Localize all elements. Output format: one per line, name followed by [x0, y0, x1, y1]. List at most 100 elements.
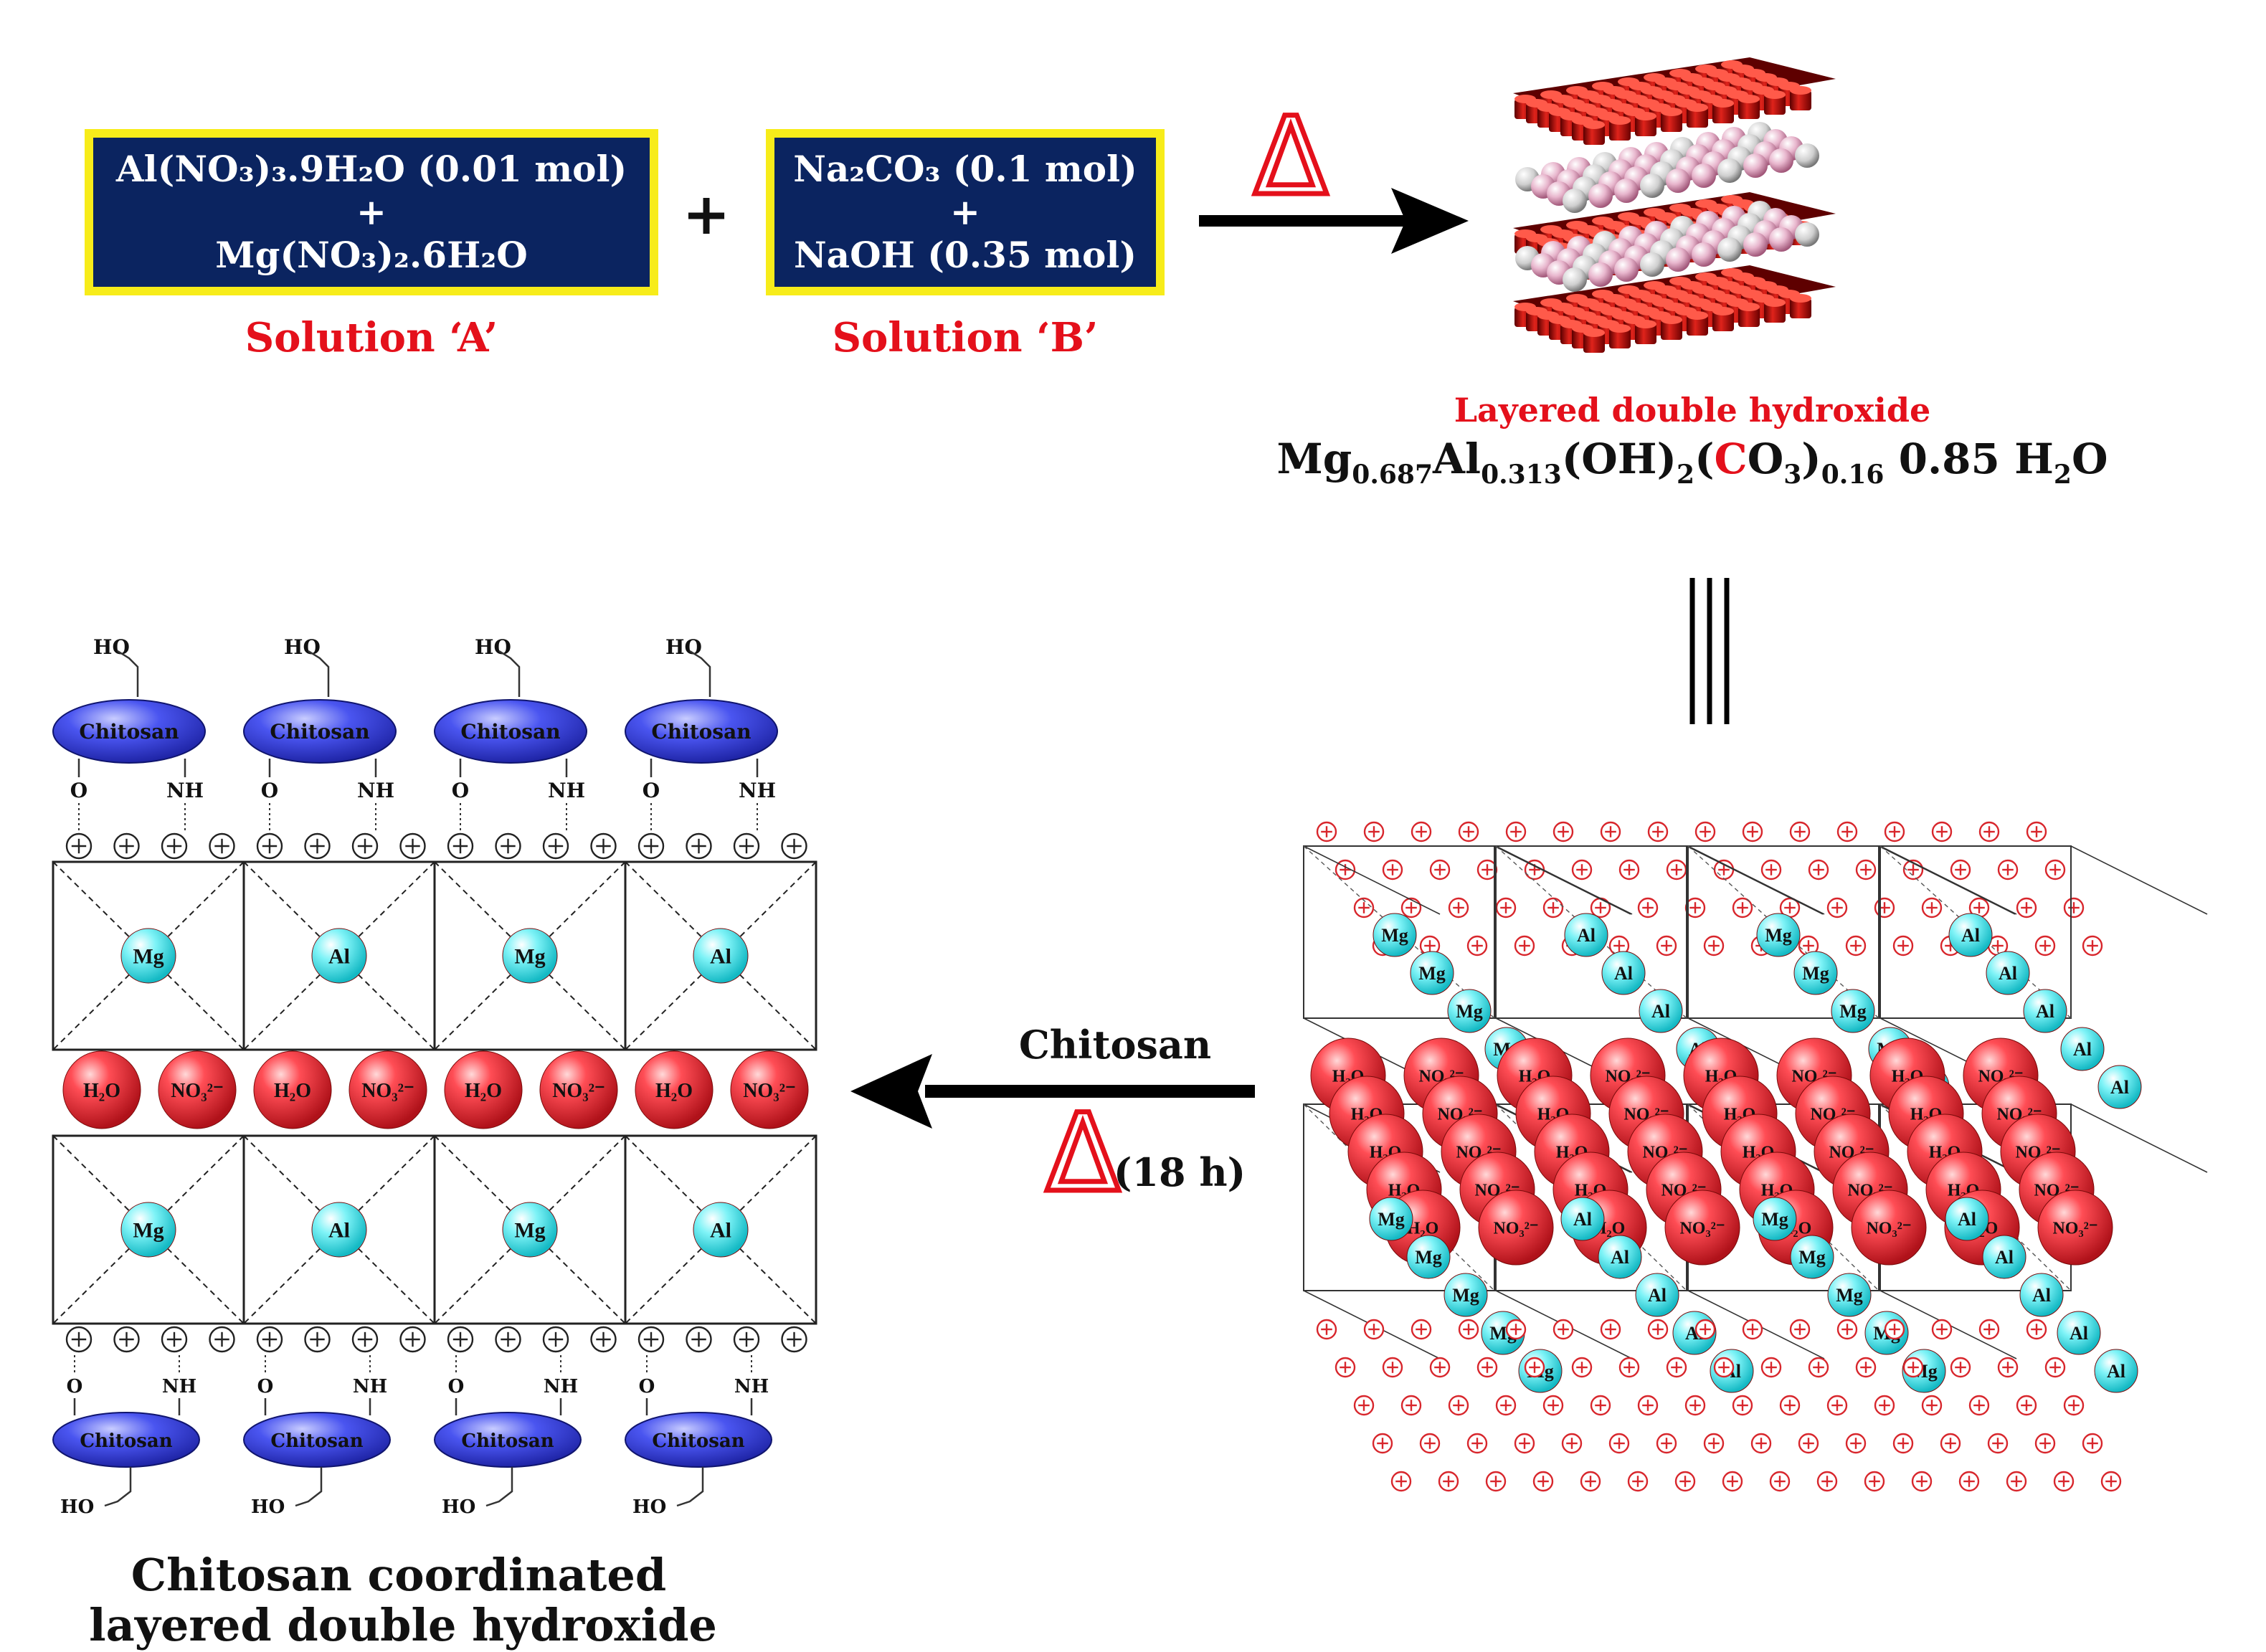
- reaction-time: (18 h): [1114, 1149, 1246, 1195]
- result-caption-line2: layered double hydroxide: [89, 1599, 717, 1651]
- plus-charge-lattice: [1978, 1319, 2000, 1340]
- plus-charge-lattice: [1931, 1319, 1953, 1340]
- lattice-metal-ion: Mg: [1790, 1235, 1834, 1279]
- plus-charge-top: [65, 832, 93, 860]
- plus-charge-lattice: [1826, 897, 1848, 918]
- plus-charge-lattice: [1637, 897, 1659, 918]
- plus-charge-lattice: [1892, 935, 1914, 956]
- plus-charge-lattice: [2006, 1471, 2027, 1492]
- plus-charge-lattice: [1400, 1395, 1422, 1416]
- interlayer-anion: NO₃²⁻: [349, 1050, 427, 1129]
- heat-symbol-2: Δ: [1046, 1091, 1120, 1216]
- lattice-metal-ion: Al: [2060, 1027, 2105, 1071]
- plus-charge-top: [351, 832, 379, 860]
- lattice-metal-ion-label: Mg: [1381, 925, 1408, 946]
- metal-ion-label: Mg: [514, 1219, 545, 1243]
- hydroxide-slab: [1513, 265, 1836, 353]
- interlayer-anion-label: H₂O: [274, 1080, 311, 1102]
- plus-charge-lattice: [1845, 1433, 1867, 1454]
- lattice-metal-ion: Mg: [1793, 951, 1838, 995]
- plus-charge-lattice: [1798, 1433, 1819, 1454]
- plus-charge-lattice: [1779, 1395, 1801, 1416]
- plus-charge-lattice: [1855, 859, 1877, 880]
- lattice-anion-label: NO₃²⁻: [2052, 1219, 2097, 1238]
- plus-charge-lattice: [1466, 935, 1488, 956]
- plus-charge-lattice: [1495, 1395, 1517, 1416]
- plus-charge-lattice: [1750, 1433, 1772, 1454]
- interlayer-balls: [1515, 201, 1819, 292]
- plus-charge-top: [399, 832, 426, 860]
- lattice-metal-ion: Al: [2097, 1065, 2142, 1109]
- plus-charge-lattice: [1836, 1319, 1858, 1340]
- octahedral-cell-bottom: Mg: [433, 1134, 627, 1325]
- chitosan-label: Chitosan: [79, 720, 179, 744]
- lattice-metal-ion-label: Mg: [1378, 1209, 1405, 1230]
- plus-charge-lattice: [1532, 1471, 1554, 1492]
- nh-label: NH: [739, 779, 776, 802]
- plus-charge-lattice: [1884, 1319, 1905, 1340]
- plus-charge-top: [733, 832, 760, 860]
- lattice-metal-ion-label: Al: [2036, 1001, 2054, 1022]
- plus-charge-bottom: [590, 1326, 617, 1353]
- lattice-metal-ion-label: Al: [1573, 1209, 1592, 1230]
- nh-label: NH: [548, 779, 585, 802]
- lattice-metal-ion-label: Mg: [1798, 1247, 1826, 1268]
- lattice-metal-ion: Al: [2094, 1349, 2138, 1393]
- solution-a-plus: +: [356, 191, 387, 233]
- plus-charge-lattice: [2063, 1395, 2085, 1416]
- plus-charge-top: [686, 832, 712, 860]
- plus-charge-lattice: [1855, 1357, 1877, 1378]
- chitosan-reagent-label: Chitosan: [1019, 1022, 1211, 1068]
- chitosan-label: Chitosan: [270, 720, 369, 744]
- plus-charge-lattice: [1458, 1319, 1479, 1340]
- o-label: O: [70, 779, 87, 802]
- plus-charge-bottom: [161, 1326, 188, 1353]
- plus-charge-lattice: [1694, 1319, 1716, 1340]
- plus-charge-lattice: [1826, 1395, 1848, 1416]
- solution-b-box: Na₂CO₃ (0.1 mol) + NaOH (0.35 mol): [766, 129, 1165, 295]
- octahedral-cell-bottom: Al: [242, 1134, 436, 1325]
- metal-ion-label: Mg: [514, 945, 545, 969]
- plus-charge-bottom: [637, 1326, 665, 1353]
- lattice-metal-ion-label: Al: [2073, 1039, 2092, 1060]
- plus-charge-lattice: [1476, 1357, 1498, 1378]
- plus-charge-lattice: [2016, 897, 2037, 918]
- nh-label: NH: [166, 779, 204, 802]
- plus-charge-top: [256, 832, 283, 860]
- plus-charge-lattice: [1647, 1319, 1669, 1340]
- plus-charge-lattice: [1448, 1395, 1469, 1416]
- lattice-metal-ion-label: Al: [1611, 1247, 1629, 1268]
- lattice-metal-ion-label: Mg: [1836, 1285, 1863, 1306]
- plus-charge-lattice: [1836, 821, 1858, 842]
- plus-charge-lattice: [1884, 821, 1905, 842]
- interlayer-anion-label: H₂O: [465, 1080, 502, 1102]
- lattice-metal-ion-label: Al: [1614, 963, 1633, 984]
- plus-charge-lattice: [1552, 1319, 1574, 1340]
- lattice-metal-ion-label: Al: [2110, 1077, 2129, 1098]
- ho-label: HO: [442, 1496, 475, 1518]
- plus-charge-lattice: [1429, 859, 1451, 880]
- plus-charge-lattice: [1448, 897, 1469, 918]
- octahedral-cell-top: Mg: [52, 860, 245, 1051]
- plus-charge-top: [447, 832, 474, 860]
- plus-charge-lattice: [1411, 821, 1432, 842]
- interlayer-anion: H₂O: [635, 1050, 714, 1129]
- ho-label: HO: [60, 1496, 94, 1518]
- lattice-anion-label: NO₃²⁻: [1866, 1219, 1911, 1238]
- plus-charge-lattice: [1400, 897, 1422, 918]
- plus-charge-lattice: [2026, 1319, 2047, 1340]
- lattice-metal-ion: Al: [1560, 1197, 1605, 1241]
- plus-charge-bottom: [399, 1326, 426, 1353]
- plus-charge-lattice: [1789, 821, 1811, 842]
- plus-charge-lattice: [1674, 1471, 1696, 1492]
- nh-label: NH: [162, 1376, 196, 1397]
- interlayer-anion-label: NO₃²⁻: [171, 1080, 224, 1102]
- plus-charge-lattice: [1892, 1433, 1914, 1454]
- plus-charge-lattice: [1335, 1357, 1356, 1378]
- plus-charge-lattice: [1600, 1319, 1621, 1340]
- interlayer-anion: NO₃²⁻: [539, 1050, 618, 1129]
- solution-a-box: Al(NO₃)₃.9H₂O (0.01 mol) + Mg(NO₃)₂.6H₂O: [85, 129, 658, 295]
